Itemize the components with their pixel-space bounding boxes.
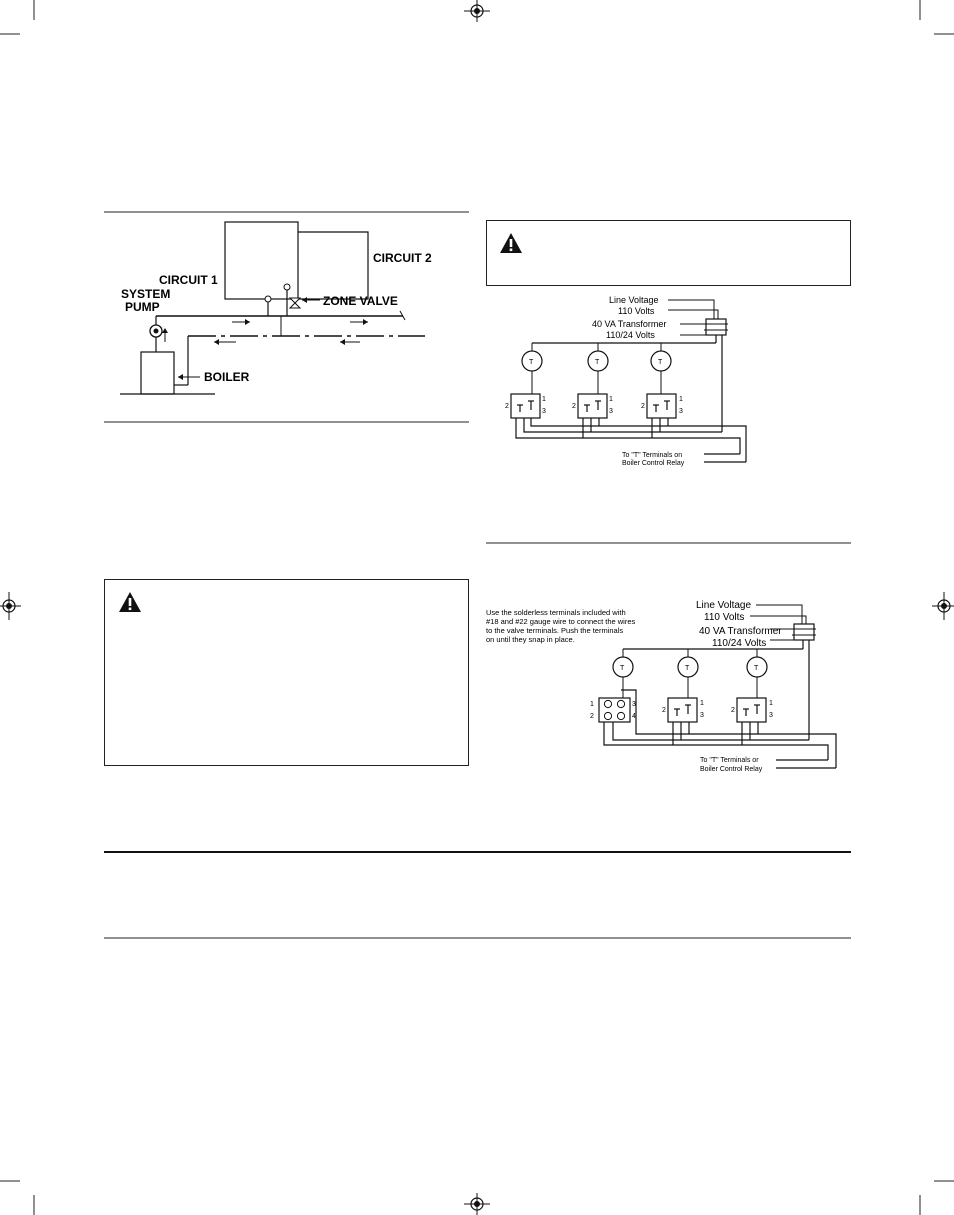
svg-text:T: T [685,665,690,672]
svg-text:3: 3 [700,712,704,719]
valve-head-icon [646,393,677,419]
svg-text:T: T [529,359,534,366]
svg-text:1: 1 [700,700,704,707]
wd2-to-terminals: To "T" Terminals or [700,757,759,764]
system-pump-icon [149,324,168,352]
terminal-block-icon [598,697,631,723]
svg-text:3: 3 [769,712,773,719]
svg-text:1: 1 [679,396,683,403]
wd2-transformer: 40 VA Transformer [699,626,782,637]
wd1-relay: Boiler Control Relay [622,460,685,467]
warning-box-top [486,220,851,286]
svg-text:4: 4 [632,713,636,720]
svg-text:2: 2 [731,707,735,714]
wd1-line-voltage: Line Voltage [609,295,659,305]
wd1-transformer: 40 VA Transformer [592,319,666,329]
valve-head-icon [736,697,767,723]
boiler-label: BOILER [204,370,250,384]
svg-text:T: T [595,359,600,366]
wd2-note-4: on until they snap in place. [486,635,575,644]
registration-mark-top [464,0,490,22]
wd1-transformer-volts: 110/24 Volts [606,330,655,340]
wd2-110-volts: 110 Volts [704,612,744,623]
zone-valve-label: ZONE VALVE [323,294,398,308]
svg-text:1: 1 [769,700,773,707]
circuit2-label: CIRCUIT 2 [373,251,432,265]
transformer-icon [793,623,815,641]
system-pump-label-2: PUMP [125,300,160,314]
circuit1-label: CIRCUIT 1 [159,273,218,287]
valve-head-icon [577,393,608,419]
circuit2-box [298,231,369,300]
wd2-transformer-volts: 110/24 Volts [712,638,766,649]
thermostat-icon: T [746,656,768,678]
warning-box-left [104,579,469,766]
svg-text:1: 1 [542,396,546,403]
svg-text:2: 2 [641,403,645,410]
registration-mark-right [932,592,954,620]
svg-text:2: 2 [572,403,576,410]
svg-text:3: 3 [679,408,683,415]
svg-text:1: 1 [609,396,613,403]
svg-text:T: T [620,665,625,672]
registration-mark-left [0,592,21,620]
svg-text:3: 3 [542,408,546,415]
svg-text:2: 2 [590,713,594,720]
wd2-note-2: #18 and #22 gauge wire to connect the wi… [486,617,636,626]
circuit1-box [224,221,299,300]
wd2-line-voltage: Line Voltage [696,600,751,611]
system-pump-label-1: SYSTEM [121,287,170,301]
wd2-note-3: to the valve terminals. Push the termina… [486,626,623,635]
thermostat-icon: T [677,656,699,678]
registration-mark-bottom [464,1193,490,1215]
wd2-relay: Boiler Control Relay [700,766,763,773]
svg-text:3: 3 [632,701,636,708]
valve-head-icon [510,393,541,419]
svg-text:3: 3 [609,408,613,415]
thermostat-icon: T [612,656,634,678]
valve-head-icon [667,697,698,723]
svg-text:1: 1 [590,701,594,708]
svg-text:T: T [658,359,663,366]
svg-text:2: 2 [505,403,509,410]
wd2-note-1: Use the solderless terminals included wi… [486,608,626,617]
wd1-110-volts: 110 Volts [618,306,655,316]
svg-text:T: T [754,665,759,672]
wd1-to-terminals: To "T" Terminals on [622,452,682,459]
svg-text:2: 2 [662,707,666,714]
warning-triangle-icon [500,233,522,253]
warning-triangle-icon [119,592,141,612]
